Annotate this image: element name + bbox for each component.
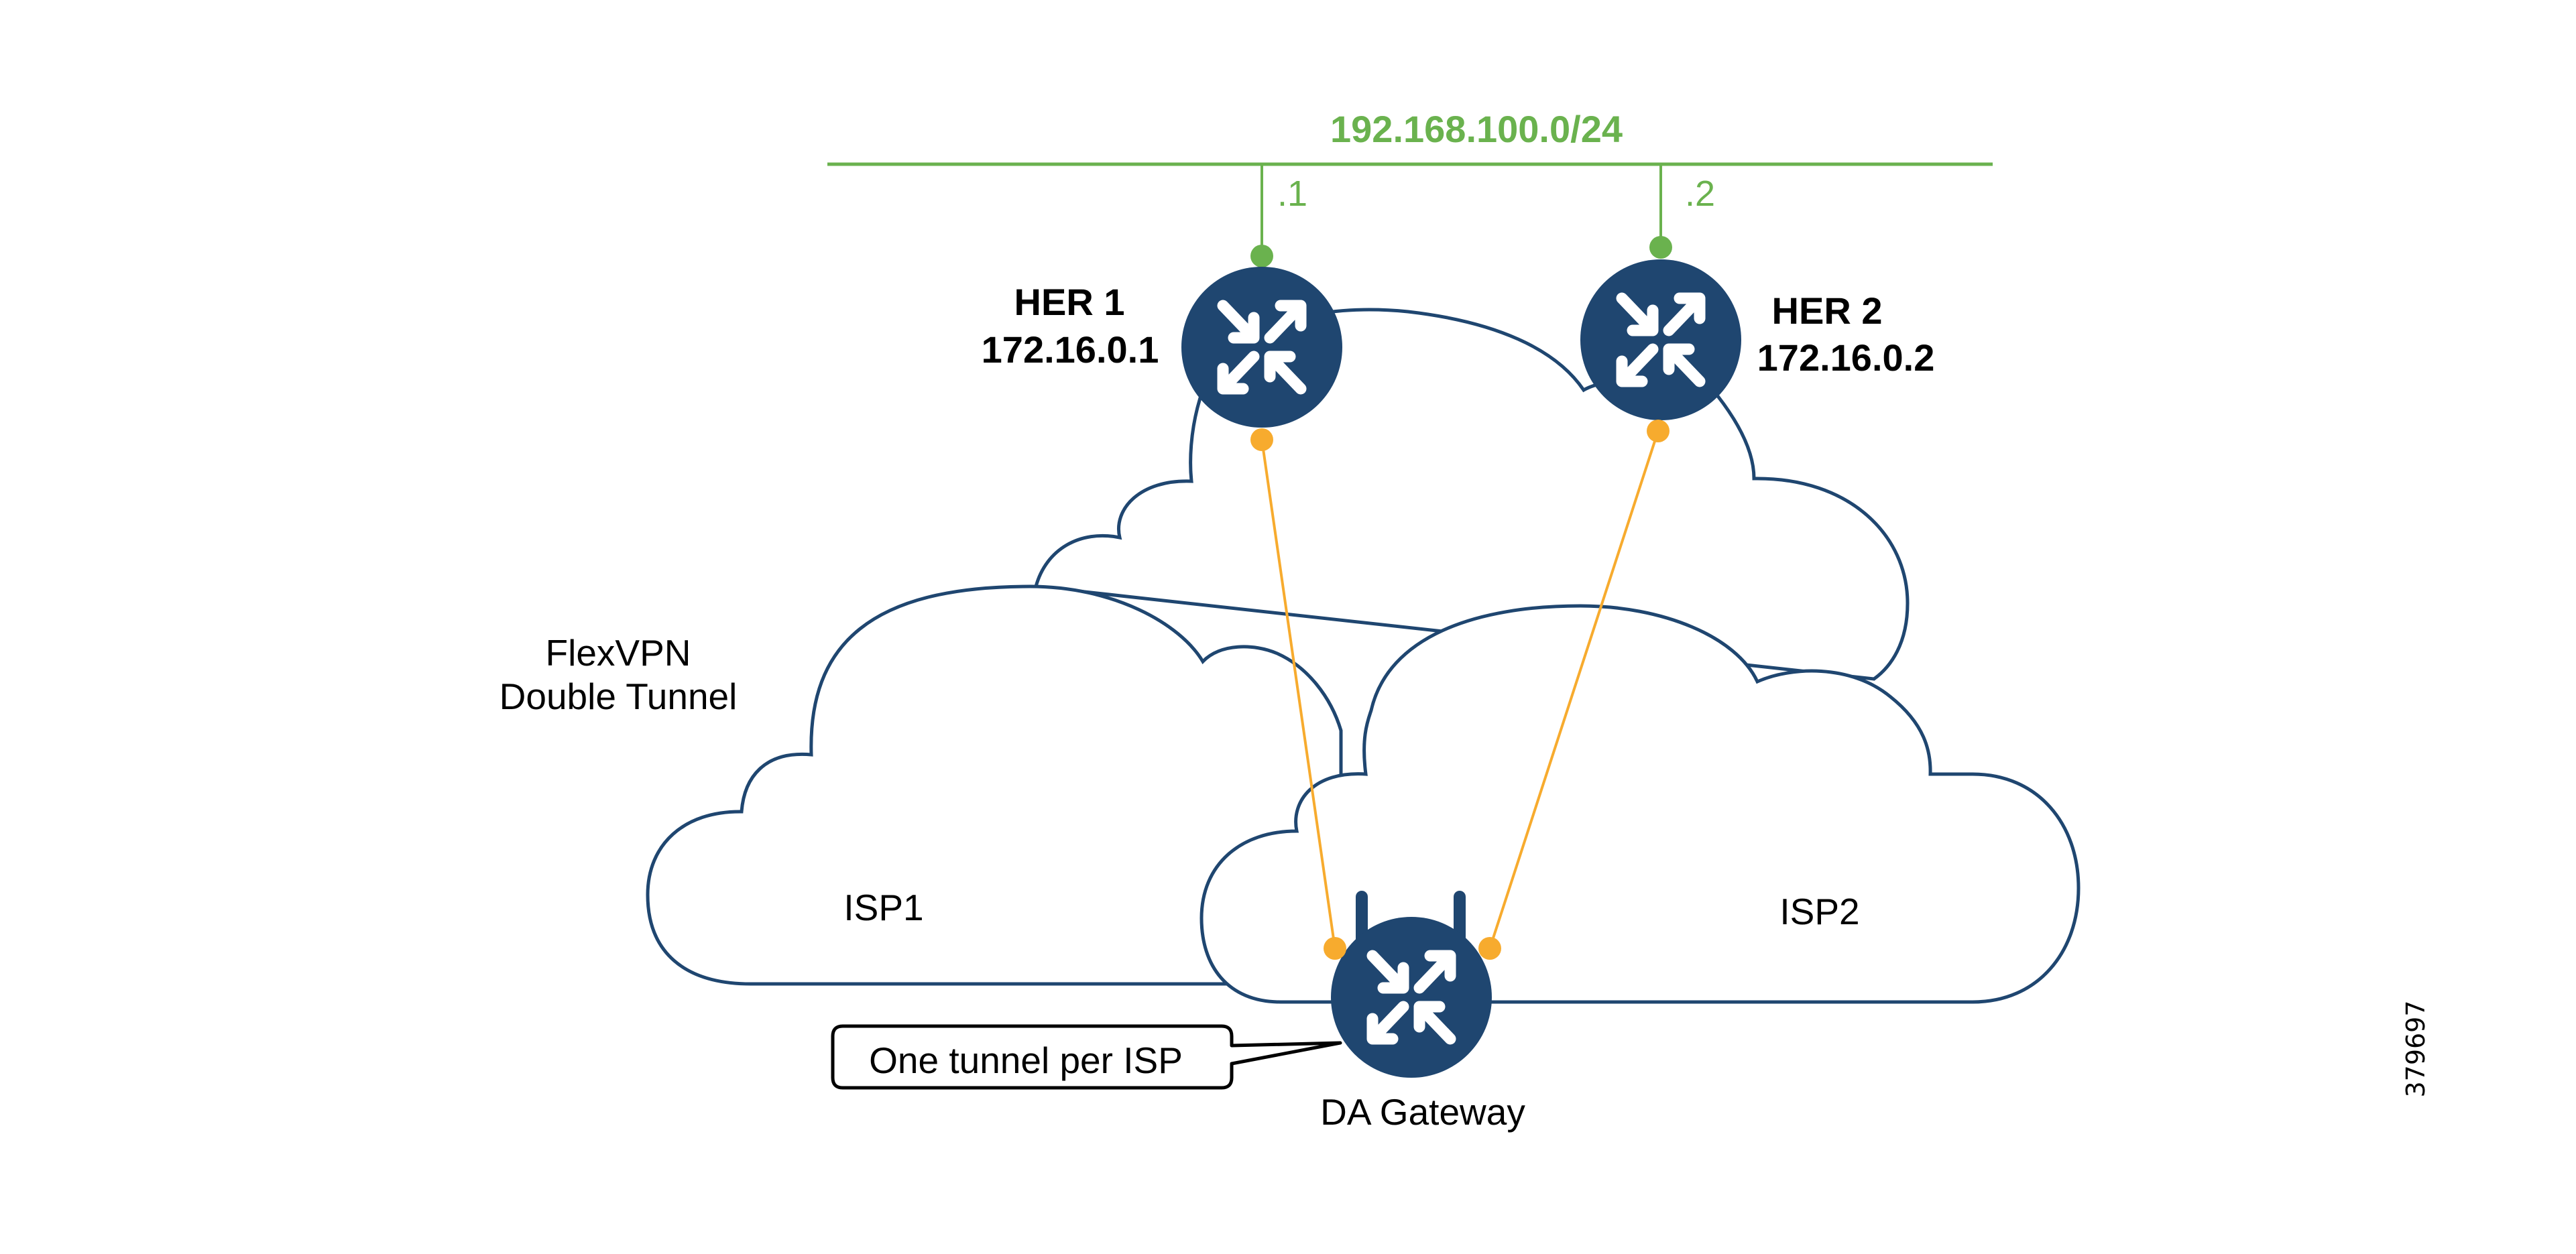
isp2-label: ISP2 [1779, 891, 1859, 932]
router-arrows-icon [1366, 950, 1456, 1045]
da-gateway-router[interactable] [1331, 891, 1492, 1078]
isp2-cloud [1199, 604, 2081, 1004]
her1-lan-host-label: .1 [1277, 174, 1307, 214]
wireless-router-icon [1331, 917, 1492, 1078]
tunnel-her2-to-gateway [1488, 430, 1659, 949]
her1-tunnel-port-icon [1250, 428, 1273, 451]
gateway-name-label: DA Gateway [1320, 1091, 1525, 1133]
isp1-cloud [646, 584, 1343, 986]
her2-tunnel-port-icon [1647, 420, 1670, 442]
router-icon [1181, 267, 1342, 428]
flexvpn-note-line1: FlexVPN [546, 632, 691, 674]
router-arrows-icon [1616, 292, 1706, 387]
router-arrows-icon [1217, 300, 1307, 395]
tunnel-her1-to-gateway [1261, 439, 1336, 949]
her1-ip-label: 172.16.0.1 [982, 328, 1159, 371]
gateway-tunnel-port-isp2-icon [1478, 937, 1501, 960]
her1-router[interactable] [1181, 267, 1342, 428]
her2-ip-label: 172.16.0.2 [1757, 336, 1935, 379]
lan-subnet-label: 192.168.100.0/24 [1330, 108, 1623, 150]
her1-lan-port-icon [1250, 245, 1273, 267]
gateway-tunnel-port-isp1-icon [1324, 937, 1346, 960]
flexvpn-note-line2: Double Tunnel [500, 676, 738, 717]
router-icon [1580, 259, 1741, 420]
isp1-label: ISP1 [843, 887, 923, 928]
her1-name-label: HER 1 [1014, 281, 1125, 323]
her2-router[interactable] [1580, 259, 1741, 420]
figure-id: 379697 [2401, 1000, 2431, 1097]
her2-lan-port-icon [1649, 236, 1672, 259]
callout-bubble [831, 1024, 1342, 1090]
her2-lan-host-label: .2 [1685, 174, 1715, 214]
her2-name-label: HER 2 [1772, 290, 1883, 332]
callout-text: One tunnel per ISP [869, 1040, 1183, 1081]
